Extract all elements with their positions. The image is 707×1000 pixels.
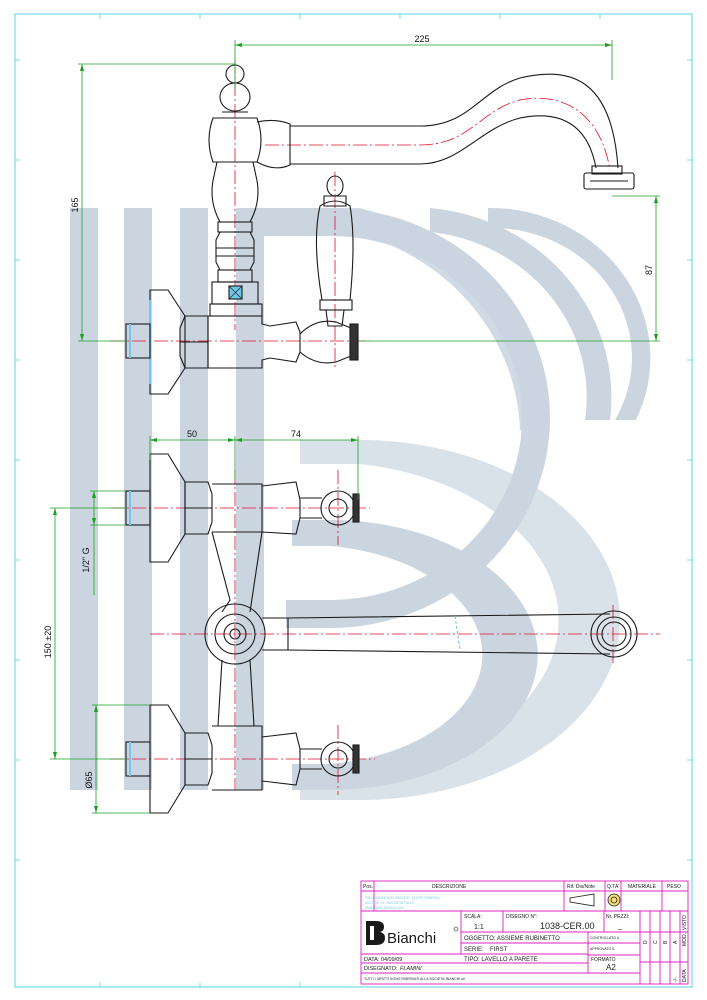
- tb-rev-mark: -/-: [673, 977, 679, 982]
- tb-serie-value: FIRST: [490, 947, 508, 953]
- faucet-plan-view: [125, 453, 638, 814]
- tb-scala-label: SCALA:: [464, 914, 482, 920]
- dim-thread: 1/2" G: [81, 547, 91, 572]
- tb-disegno-label: DISEGNO N°:: [506, 914, 537, 920]
- faucet-elevation: [125, 64, 635, 395]
- dim-inlet-centers: 150 ±20: [43, 626, 53, 658]
- tb-disegnato-label: DISEGNATO:: [364, 966, 398, 972]
- tb-part-sketch: [569, 893, 621, 907]
- tb-mod-label: MOD.: [682, 933, 688, 946]
- tb-note-2: ISO 2768 - m / RUGOSITA' Ra 3,2: [365, 901, 414, 905]
- tb-rev-a: A: [673, 940, 679, 944]
- dim-flange-diameter: Ø65: [84, 771, 94, 788]
- tb-descrizione: DESCRIZIONE: [432, 884, 467, 890]
- logo-text: Bianchi: [387, 930, 436, 947]
- dimension-lines: [50, 40, 660, 814]
- tb-serie-label: SERIE:: [464, 947, 484, 953]
- title-block: [360, 880, 689, 985]
- dimension-arrows: [53, 43, 658, 813]
- tb-rev-c: C: [653, 940, 659, 944]
- tb-formato-label: FORMATO: [591, 957, 616, 963]
- tb-materiale: MATERIALE: [628, 884, 657, 890]
- tb-controllato: CONTROLLATO IL: [590, 936, 620, 940]
- tb-rights: TUTTI I DIRITTI SONO RISERVATI ALLA SOCI…: [364, 977, 465, 981]
- tb-tipo: TIPO: LAVELLO A PARETE: [464, 957, 538, 963]
- tb-visto-label: VISTO: [682, 915, 688, 930]
- tb-data-label: DATA: [682, 969, 688, 982]
- tb-note-3: SMUSSARE SPIGOLI VIVI: [365, 906, 404, 910]
- dim-handle-height: 87: [644, 265, 654, 275]
- dim-overall-height: 165: [70, 197, 80, 212]
- tb-scala-value: 1:1: [474, 924, 484, 931]
- tb-rev-d: D: [643, 940, 649, 944]
- tb-peso: PESO: [667, 884, 681, 890]
- tb-rif: Rif. Dis/Note: [567, 884, 595, 890]
- dim-handle-offset: 74: [291, 429, 301, 439]
- centerlines: [110, 60, 660, 795]
- tb-pos: Pos.: [363, 884, 373, 890]
- tb-qta: Q.TA': [607, 884, 619, 890]
- tb-data: DATA: 04/09/09: [364, 957, 402, 963]
- tb-oggetto: OGGETTO: ASSIEME RUBINETTO: [464, 936, 560, 942]
- tb-pezzi-value: _: [617, 923, 622, 930]
- tb-disegno-value: 1038-CER.00: [540, 921, 595, 931]
- tb-approvato: APPROVATO IL: [590, 947, 615, 951]
- tb-note-1: TOLLERANZE NON INDICATE / QUOTE GENERALI: [365, 896, 440, 900]
- dim-spout-reach: 225: [414, 34, 429, 44]
- sheet-frame: [14, 13, 693, 988]
- dim-inlet-offset: 50: [187, 429, 197, 439]
- tb-rev-b: B: [663, 940, 669, 944]
- bianchi-logo: Bianchi: [366, 921, 459, 947]
- tb-formato-value: A2: [606, 963, 616, 972]
- tb-pezzi-label: Nr. PEZZI:: [606, 914, 629, 920]
- tb-disegnato-value: FLAMINI: [400, 966, 422, 972]
- watermark-logo: [70, 207, 651, 800]
